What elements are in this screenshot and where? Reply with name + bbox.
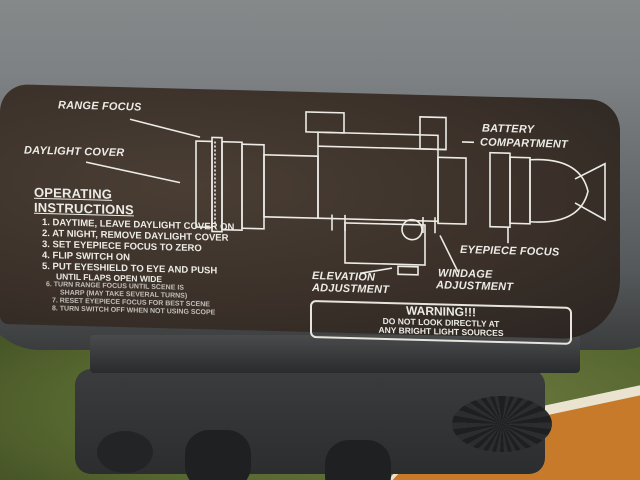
instructions-title-line2: INSTRUCTIONS [34, 199, 134, 218]
mount-knob-left [185, 430, 251, 480]
scope-diagram-icon [85, 111, 606, 276]
windage-callout-line2: ADJUSTMENT [436, 279, 514, 294]
warning-box: WARNING!!! DO NOT LOOK DIRECTLY AT ANY B… [310, 300, 572, 345]
battery-callout-line2: COMPARTMENT [480, 136, 568, 151]
range-focus-callout: RANGE FOCUS [58, 99, 142, 114]
mount-thumbwheel [452, 396, 552, 452]
mount-screw-hole [97, 431, 153, 473]
battery-callout-line1: BATTERY [482, 122, 535, 136]
mount-knob-right [325, 440, 391, 480]
picatinny-rail [90, 335, 580, 373]
elevation-callout-line2: ADJUSTMENT [312, 282, 390, 297]
instruction-label: RANGE FOCUS DAYLIGHT COVER BATTERY COMPA… [0, 83, 620, 345]
eyepiece-focus-callout: EYEPIECE FOCUS [460, 243, 560, 259]
